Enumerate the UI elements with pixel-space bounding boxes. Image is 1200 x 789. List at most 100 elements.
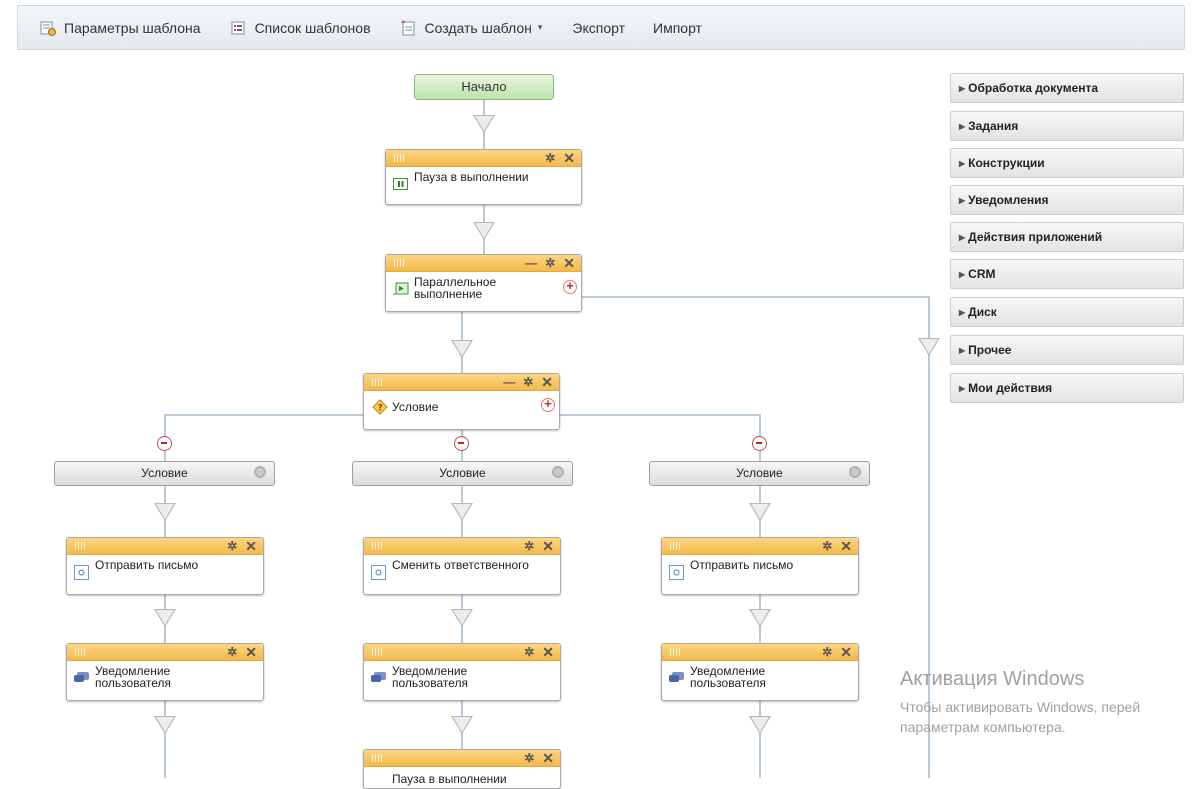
drag-handle-icon[interactable] xyxy=(372,754,384,762)
close-icon[interactable]: ✕ xyxy=(245,644,257,660)
gear-icon[interactable]: ✲ xyxy=(822,539,833,553)
gear-icon[interactable]: ✲ xyxy=(524,751,535,765)
activity-header[interactable]: — ✲ ✕ xyxy=(364,374,559,391)
gear-icon[interactable] xyxy=(254,466,266,478)
drag-handle-icon[interactable] xyxy=(670,542,682,550)
gear-icon[interactable]: ✲ xyxy=(523,375,534,389)
close-icon[interactable]: ✕ xyxy=(840,644,852,660)
activity-header[interactable]: ✲✕ xyxy=(67,644,263,661)
email-icon xyxy=(74,565,90,580)
notification-icon xyxy=(669,671,685,685)
close-icon[interactable]: ✕ xyxy=(542,538,554,554)
notification-icon xyxy=(74,671,90,685)
create-template-button[interactable]: * Создать шаблон ▾ xyxy=(401,19,543,36)
notify-user-activity[interactable]: ✲✕ Уведомление пользователя xyxy=(66,643,264,701)
gear-icon[interactable]: ✲ xyxy=(545,256,556,270)
sidebar-item-label: Мои действия xyxy=(968,381,1053,395)
close-icon[interactable]: ✕ xyxy=(542,750,554,766)
change-responsible-icon xyxy=(371,565,387,580)
gear-icon[interactable]: ✲ xyxy=(227,539,238,553)
minimize-icon[interactable]: — xyxy=(525,256,538,270)
sidebar-item-my-actions[interactable]: ▶Мои действия xyxy=(950,373,1184,403)
gear-icon[interactable]: ✲ xyxy=(545,151,556,165)
sidebar-item-document-processing[interactable]: ▶Обработка документа xyxy=(950,73,1184,103)
sidebar-item-label: Обработка документа xyxy=(968,81,1099,95)
activity-header[interactable]: ✲✕ xyxy=(364,538,560,555)
drag-handle-icon[interactable] xyxy=(75,542,87,550)
branch-condition-label: Условие xyxy=(439,466,486,480)
notify-user-activity[interactable]: ✲✕ Уведомление пользователя xyxy=(661,643,859,701)
connector xyxy=(582,296,929,298)
close-icon[interactable]: ✕ xyxy=(245,538,257,554)
flow-arrow xyxy=(749,716,771,734)
branch-condition[interactable]: Условие xyxy=(54,461,275,486)
parallel-activity[interactable]: —✲✕ Параллельное выполнение + xyxy=(385,254,582,312)
close-icon[interactable]: ✕ xyxy=(541,374,553,390)
gear-icon[interactable] xyxy=(552,466,564,478)
branch-condition[interactable]: Условие xyxy=(352,461,573,486)
template-list-label: Список шаблонов xyxy=(254,19,371,36)
send-email-activity[interactable]: ✲✕ Отправить письмо xyxy=(66,537,264,595)
drag-handle-icon[interactable] xyxy=(394,154,406,162)
export-button[interactable]: Экспорт xyxy=(572,20,625,36)
condition-activity[interactable]: —✲✕ ? Условие + xyxy=(363,373,560,430)
add-branch-icon[interactable]: + xyxy=(541,397,555,412)
minimize-icon[interactable]: — xyxy=(503,375,516,389)
template-list-icon xyxy=(231,20,247,36)
gear-icon[interactable]: ✲ xyxy=(524,645,535,659)
create-template-icon: * xyxy=(401,19,417,36)
drag-handle-icon[interactable] xyxy=(75,648,87,656)
remove-branch-button[interactable] xyxy=(454,436,469,451)
template-params-button[interactable]: Параметры шаблона xyxy=(40,20,201,36)
activity-header[interactable]: ✲✕ xyxy=(364,750,560,767)
windows-activation-watermark: Активация Windows Чтобы активировать Win… xyxy=(900,668,1140,737)
send-email-activity[interactable]: ✲✕ Отправить письмо xyxy=(661,537,859,595)
gear-icon[interactable] xyxy=(849,466,861,478)
sidebar-item-label: Задания xyxy=(968,119,1019,133)
drag-handle-icon[interactable] xyxy=(372,648,384,656)
activity-header[interactable]: ✲✕ xyxy=(386,150,581,167)
change-responsible-activity[interactable]: ✲✕ Сменить ответственного xyxy=(363,537,561,595)
flow-arrow xyxy=(749,609,771,627)
sidebar-item-notifications[interactable]: ▶Уведомления xyxy=(950,185,1184,215)
remove-branch-button[interactable] xyxy=(752,436,767,451)
pause-activity[interactable]: ✲✕ Пауза в выполнении xyxy=(385,149,582,205)
remove-branch-button[interactable] xyxy=(157,436,172,451)
template-list-button[interactable]: Список шаблонов xyxy=(231,20,371,36)
chevron-down-icon: ▾ xyxy=(537,22,543,32)
pause-activity[interactable]: ✲✕ Пауза в выполнении xyxy=(363,749,561,789)
close-icon[interactable]: ✕ xyxy=(563,255,575,271)
activity-header[interactable]: — ✲ ✕ xyxy=(386,255,581,272)
sidebar-item-constructions[interactable]: ▶Конструкции xyxy=(950,148,1184,178)
sidebar-item-app-actions[interactable]: ▶Действия приложений xyxy=(950,222,1184,252)
import-button[interactable]: Импорт xyxy=(653,20,702,36)
sidebar-item-disk[interactable]: ▶Диск xyxy=(950,297,1184,327)
import-label: Импорт xyxy=(653,19,702,36)
sidebar-item-other[interactable]: ▶Прочее xyxy=(950,335,1184,365)
parallel-icon xyxy=(393,282,409,296)
drag-handle-icon[interactable] xyxy=(372,542,384,550)
gear-icon[interactable]: ✲ xyxy=(822,645,833,659)
activity-header[interactable]: ✲✕ xyxy=(67,538,263,555)
branch-condition-label: Условие xyxy=(141,466,188,480)
start-node[interactable]: Начало xyxy=(414,74,554,100)
sidebar-item-tasks[interactable]: ▶Задания xyxy=(950,111,1184,141)
flow-arrow xyxy=(749,503,771,521)
activity-header[interactable]: ✲✕ xyxy=(662,644,858,661)
drag-handle-icon[interactable] xyxy=(394,259,406,267)
branch-condition[interactable]: Условие xyxy=(649,461,870,486)
gear-icon[interactable]: ✲ xyxy=(524,539,535,553)
drag-handle-icon[interactable] xyxy=(670,648,682,656)
drag-handle-icon[interactable] xyxy=(372,378,384,386)
activity-header[interactable]: ✲✕ xyxy=(364,644,560,661)
gear-icon[interactable]: ✲ xyxy=(227,645,238,659)
sidebar-item-crm[interactable]: ▶CRM xyxy=(950,259,1184,289)
flow-arrow xyxy=(451,503,473,521)
close-icon[interactable]: ✕ xyxy=(840,538,852,554)
svg-text:?: ? xyxy=(378,404,383,414)
add-branch-icon[interactable]: + xyxy=(563,279,577,294)
close-icon[interactable]: ✕ xyxy=(563,150,575,166)
close-icon[interactable]: ✕ xyxy=(542,644,554,660)
notify-user-activity[interactable]: ✲✕ Уведомление пользователя xyxy=(363,643,561,701)
activity-header[interactable]: ✲✕ xyxy=(662,538,858,555)
